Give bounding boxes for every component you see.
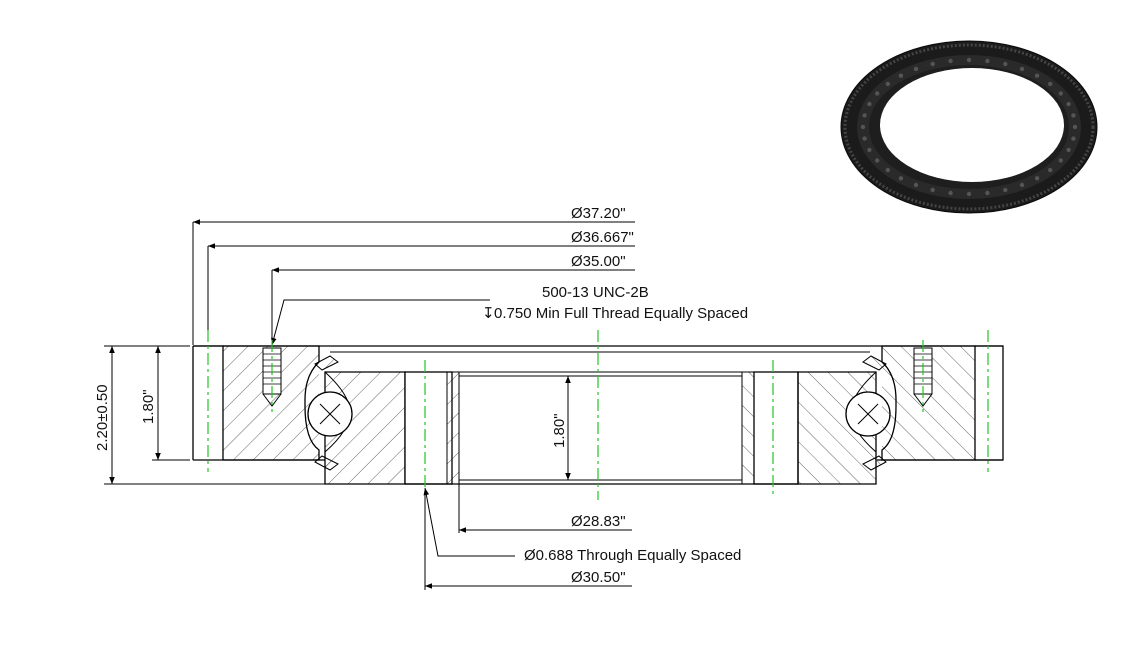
dim-inner-height: 1.80" [551,376,571,480]
dim-pitch-diameter: Ø36.667" [207,229,635,340]
ring-bolt-hole [885,81,890,87]
dim-inner-height-label: 1.80" [551,413,568,448]
dim-outer-diameter-label: Ø37.20" [571,205,626,222]
dim-pitch-diameter-label: Ø36.667" [571,229,634,246]
ring-bolt-hole [898,73,904,78]
depth-symbol: ↧ [482,305,495,322]
dim-ring-height: 1.80" [140,346,190,461]
ring-bolt-hole [913,66,919,72]
ring-bolt-hole [898,176,904,181]
ring-render-image [840,40,1098,214]
thread-spec-line2: 0.750 Min Full Thread Equally Spaced [494,305,748,322]
ring-bolt-hole [1019,66,1025,72]
ring-bolt-hole [948,58,953,64]
ring-bolt-hole [1034,176,1040,181]
cross-section [192,345,1004,485]
ring-bolt-hole [1048,167,1053,173]
dim-bolt-circle-inner-label: Ø30.50" [571,569,626,586]
dim-bolt-circle-inner: Ø30.50" [424,494,632,590]
ring-bolt-hole [1048,81,1053,87]
ring-bolt-hole [867,101,872,107]
ring-bolt-hole [930,187,935,193]
ring-bolt-hole [875,91,880,96]
ring-bolt-hole [930,61,935,67]
ring-bolt-hole [1058,91,1064,96]
ring-bolt-hole [875,158,880,163]
ring-bolt-hole [1072,124,1078,130]
ring-bolt-hole [867,147,872,153]
dim-outer-diameter: Ø37.20" [192,205,635,345]
ring-bolt-hole [862,113,867,118]
ring-bolt-hole [1058,158,1064,163]
centerlines [207,330,989,500]
ring-bolt-hole [1066,147,1071,153]
ring-bolt-hole [1019,182,1025,188]
ring-bolt-hole [913,182,919,188]
ring-bolt-hole [948,190,953,196]
dim-total-height: 2.20±0.50 [94,345,405,485]
ring-bolt-hole [1071,136,1076,141]
ring-bolt-hole [985,58,990,64]
dim-inner-diameter-label: Ø28.83" [571,513,626,530]
ring-bolt-hole [1003,187,1008,193]
ring-bolt-hole [966,57,972,63]
through-hole-callout: Ø0.688 Through Equally Spaced [423,487,741,564]
through-hole-label: Ø0.688 Through Equally Spaced [524,547,741,564]
dim-bolt-circle-outer-label: Ø35.00" [571,253,626,270]
ring-bolt-hole [1066,101,1071,107]
ring-bolt-hole [885,167,890,173]
ring-bolt-hole [1071,113,1076,118]
thread-callout: 500-13 UNC-2B ↧ 0.750 Min Full Thread Eq… [271,284,748,346]
ring-bolt-hole [985,190,990,196]
ring-bolt-hole [1003,61,1008,67]
dim-inner-diameter: Ø28.83" [458,484,632,533]
ring-bolt-hole [860,124,866,130]
ring-bolt-hole [1034,73,1040,78]
dim-bolt-circle-outer: Ø35.00" [271,253,635,343]
dim-total-height-label: 2.20±0.50 [94,384,111,451]
dim-ring-height-label: 1.80" [140,389,157,424]
ring-bolt-hole [862,136,867,141]
ring-bolt-hole [966,191,972,197]
thread-spec-line1: 500-13 UNC-2B [542,284,649,301]
